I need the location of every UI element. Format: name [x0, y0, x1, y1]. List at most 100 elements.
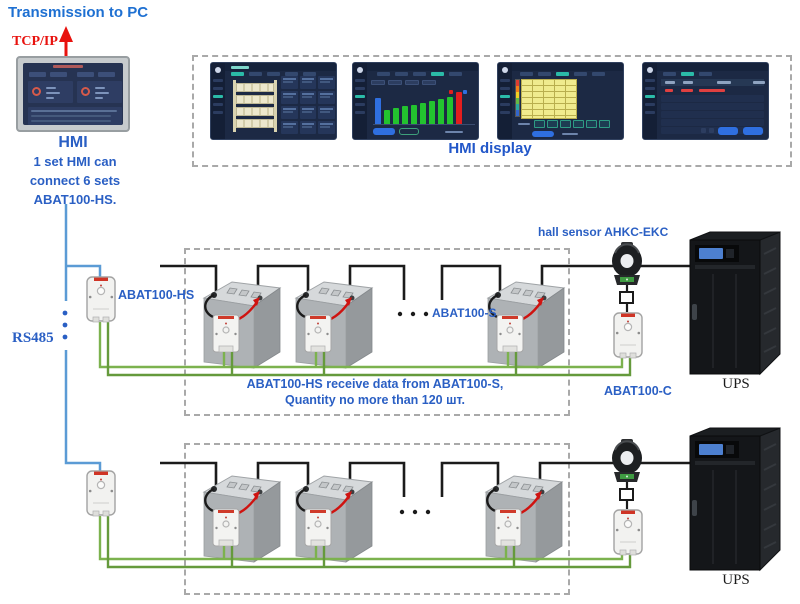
hmi-gauge-panel [28, 81, 73, 103]
legend-red-dot [449, 90, 453, 94]
scale-color-cell [516, 98, 519, 104]
abat100-hs-label: ABAT100-HS [118, 288, 195, 302]
save-button [532, 131, 554, 137]
hmi-display-group-box [192, 55, 792, 167]
sidebar-menu-item [645, 87, 655, 90]
scale-color-cell [516, 80, 519, 86]
sidebar-menu-item [213, 111, 223, 114]
abat100-hs-module [86, 276, 116, 323]
filter-chips [371, 80, 436, 85]
battery [484, 474, 564, 564]
data-panel [281, 76, 298, 89]
data-panel [281, 91, 298, 104]
user-avatar-icon [215, 67, 221, 73]
record-row [661, 119, 764, 126]
chart-bar [429, 101, 435, 124]
hmi-note: 1 set HMI can connect 6 sets ABAT100-HS. [0, 152, 150, 209]
hall-connector [619, 488, 634, 501]
screen-tab [592, 72, 605, 76]
screen-tab [663, 72, 676, 76]
hmi-tab [29, 72, 46, 77]
rs485-bus-lines [64, 204, 102, 471]
screen-tab [556, 72, 569, 76]
filter-chip [405, 80, 419, 85]
screen-topbar [225, 63, 336, 71]
record-row [661, 111, 764, 118]
rs485-label: RS485 [12, 330, 54, 346]
sidebar-menu-item [645, 95, 655, 98]
row-label-dash [518, 123, 530, 125]
data-panel [318, 106, 335, 119]
abat100-c-label: ABAT100-C [604, 384, 672, 398]
data-panel [299, 91, 317, 104]
screen-tab [231, 72, 244, 76]
screen-tab [249, 72, 262, 76]
hmi-note-line: connect 6 sets [29, 173, 121, 188]
hmi-screen-matrix [497, 62, 624, 140]
screen-tab [413, 72, 426, 76]
chart-bar [447, 97, 453, 124]
row1-note-line2: Quantity no more than 120 шт. [284, 393, 466, 407]
hall-sensor-label: hall sensor AHKC-EKC [538, 225, 669, 239]
screen-sidebar [498, 63, 512, 139]
screen-topbar [512, 63, 623, 71]
sidebar-menu-item [355, 79, 365, 82]
hmi-tab [98, 72, 115, 77]
screen-tab [303, 72, 316, 76]
rack-shelf [236, 107, 274, 116]
sidebar-menu-item [645, 103, 655, 106]
legend-blue-dot [463, 90, 467, 94]
screen-tab [431, 72, 444, 76]
scale-color-cell [516, 104, 519, 110]
screen-tab [449, 72, 462, 76]
chart-bar [411, 105, 417, 124]
data-panel [281, 106, 298, 119]
battery-rack-graphic [233, 80, 277, 132]
hall-sensor [611, 438, 643, 483]
sidebar-menu-item [213, 87, 223, 90]
screen-tab [377, 72, 390, 76]
hmi-display-caption: HMI display [448, 140, 532, 157]
tcpip-label: TCP/IP [12, 34, 58, 49]
hmi-device-screen [23, 63, 123, 125]
sidebar-menu-item [213, 103, 223, 106]
screen-tab [395, 72, 408, 76]
data-panel [299, 106, 317, 119]
hmi-screen-records [642, 62, 769, 140]
battery-string-box-row1 [184, 248, 570, 416]
screen-tabs [377, 72, 462, 76]
chart-bar [375, 98, 381, 124]
threshold-cell [547, 120, 558, 128]
screen-tab [267, 72, 280, 76]
hmi-gauge-panel [77, 81, 122, 103]
sidebar-menu-item [500, 103, 510, 106]
screen-tab [538, 72, 551, 76]
user-avatar-icon [357, 67, 363, 73]
ups-cabinet [689, 231, 781, 375]
cell-matrix [521, 79, 577, 119]
hmi-table-panel [28, 107, 122, 125]
secondary-button [399, 128, 419, 135]
threshold-cell [586, 120, 597, 128]
row1-note-line1: ABAT100-HS receive data from ABAT100-S, [246, 377, 504, 391]
filter-chip [371, 80, 385, 85]
sidebar-menu-item [355, 103, 365, 106]
hmi-screen-bar-chart [352, 62, 479, 140]
hmi-tab [77, 72, 94, 77]
screen-sidebar [211, 63, 225, 139]
data-panel-grid [281, 76, 335, 134]
threshold-cell [560, 120, 571, 128]
tcpip-arrow-icon [59, 26, 73, 60]
hmi-label: HMI [58, 134, 88, 151]
row1-note: ABAT100-HS receive data from ABAT100-S, … [184, 376, 566, 408]
power-wires-row2 [160, 461, 692, 497]
chart-bar [456, 92, 462, 124]
chart-bar [393, 108, 399, 124]
rack-shelf [236, 119, 274, 128]
scale-color-cell [516, 110, 519, 116]
screen-topbar [367, 63, 478, 71]
hall-sensor [611, 241, 643, 286]
filter-chip [388, 80, 402, 85]
